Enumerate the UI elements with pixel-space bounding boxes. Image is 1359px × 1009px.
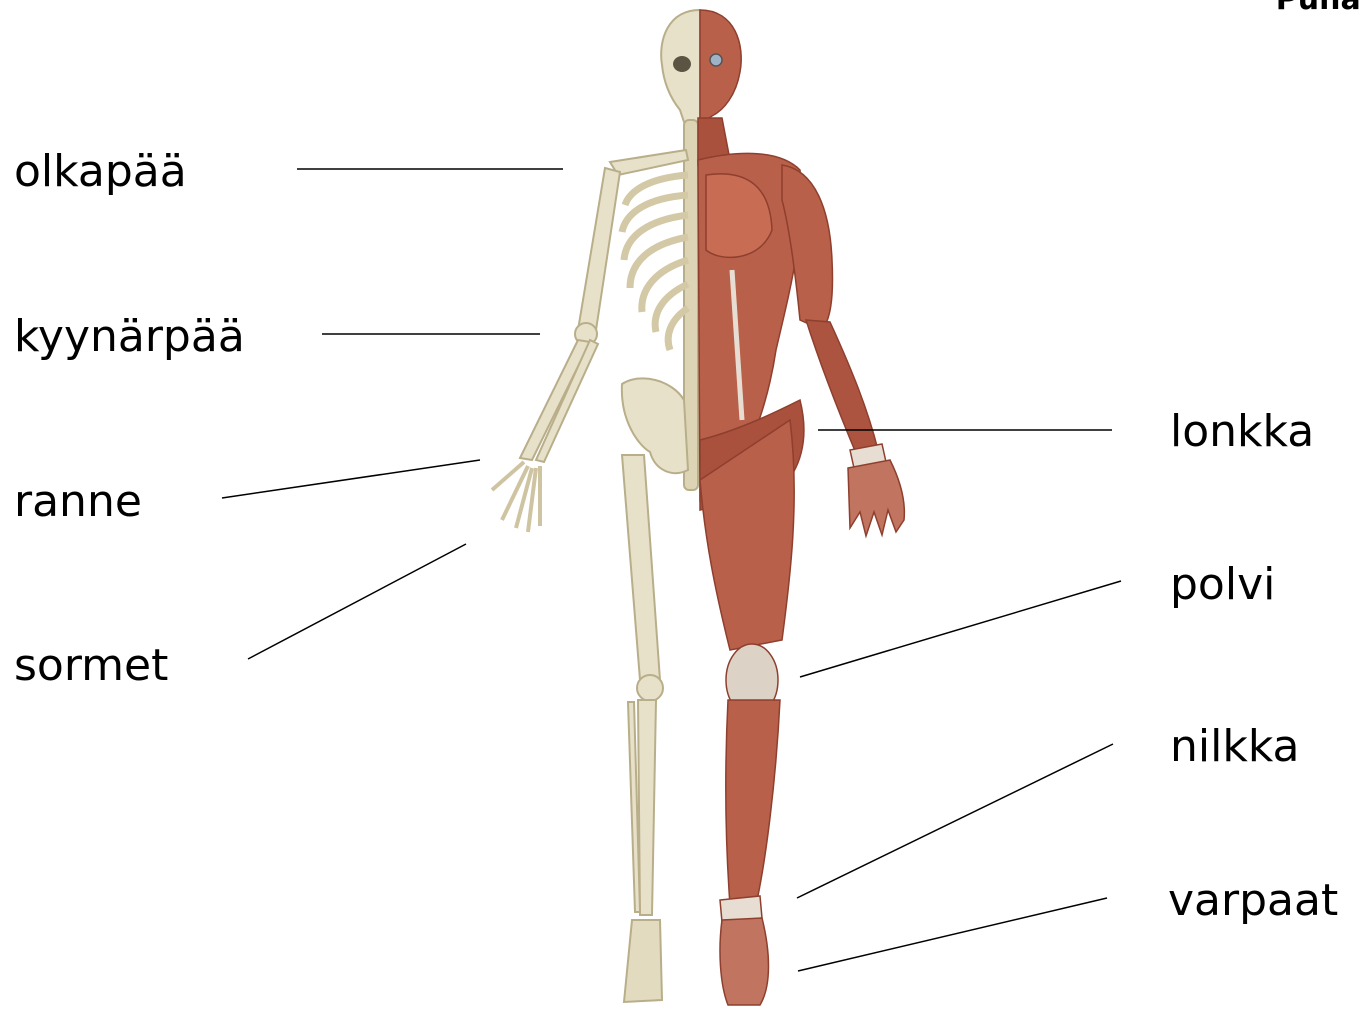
femur bbox=[622, 455, 660, 680]
forearm-muscle bbox=[806, 320, 878, 458]
skeleton-foot bbox=[624, 920, 662, 1002]
leader-polvi bbox=[800, 581, 1121, 677]
calf bbox=[726, 700, 780, 905]
label-ranne: ranne bbox=[14, 480, 142, 524]
label-nilkka: nilkka bbox=[1170, 725, 1300, 769]
radius-bone bbox=[520, 340, 590, 460]
label-sormet: sormet bbox=[14, 644, 168, 688]
leader-sormet bbox=[248, 544, 466, 659]
label-olkapaa: olkapää bbox=[14, 150, 187, 194]
leader-lines bbox=[222, 169, 1121, 971]
knee-joint-skeleton bbox=[637, 675, 663, 701]
muscle-foot bbox=[720, 918, 769, 1005]
skeleton-hand bbox=[492, 462, 540, 532]
corner-title-fragment: Punai bbox=[1276, 0, 1359, 17]
head-muscles bbox=[700, 10, 741, 124]
muscle-hand bbox=[848, 460, 904, 536]
eye bbox=[710, 54, 722, 66]
label-lonkka: lonkka bbox=[1170, 410, 1314, 454]
ulna-bone bbox=[536, 340, 598, 462]
skeleton-half bbox=[492, 10, 700, 1002]
label-kyynarpaa: kyynärpää bbox=[14, 315, 245, 359]
tibia bbox=[638, 700, 656, 915]
leader-nilkka bbox=[797, 744, 1113, 898]
leader-ranne bbox=[222, 460, 480, 498]
ribcage bbox=[622, 175, 688, 350]
eye-socket bbox=[673, 56, 691, 72]
muscle-half bbox=[698, 10, 904, 1005]
label-varpaat: varpaat bbox=[1168, 879, 1338, 923]
leader-varpaat bbox=[798, 898, 1107, 971]
label-polvi: polvi bbox=[1170, 563, 1275, 607]
clavicle bbox=[610, 150, 688, 175]
humerus bbox=[578, 168, 620, 330]
